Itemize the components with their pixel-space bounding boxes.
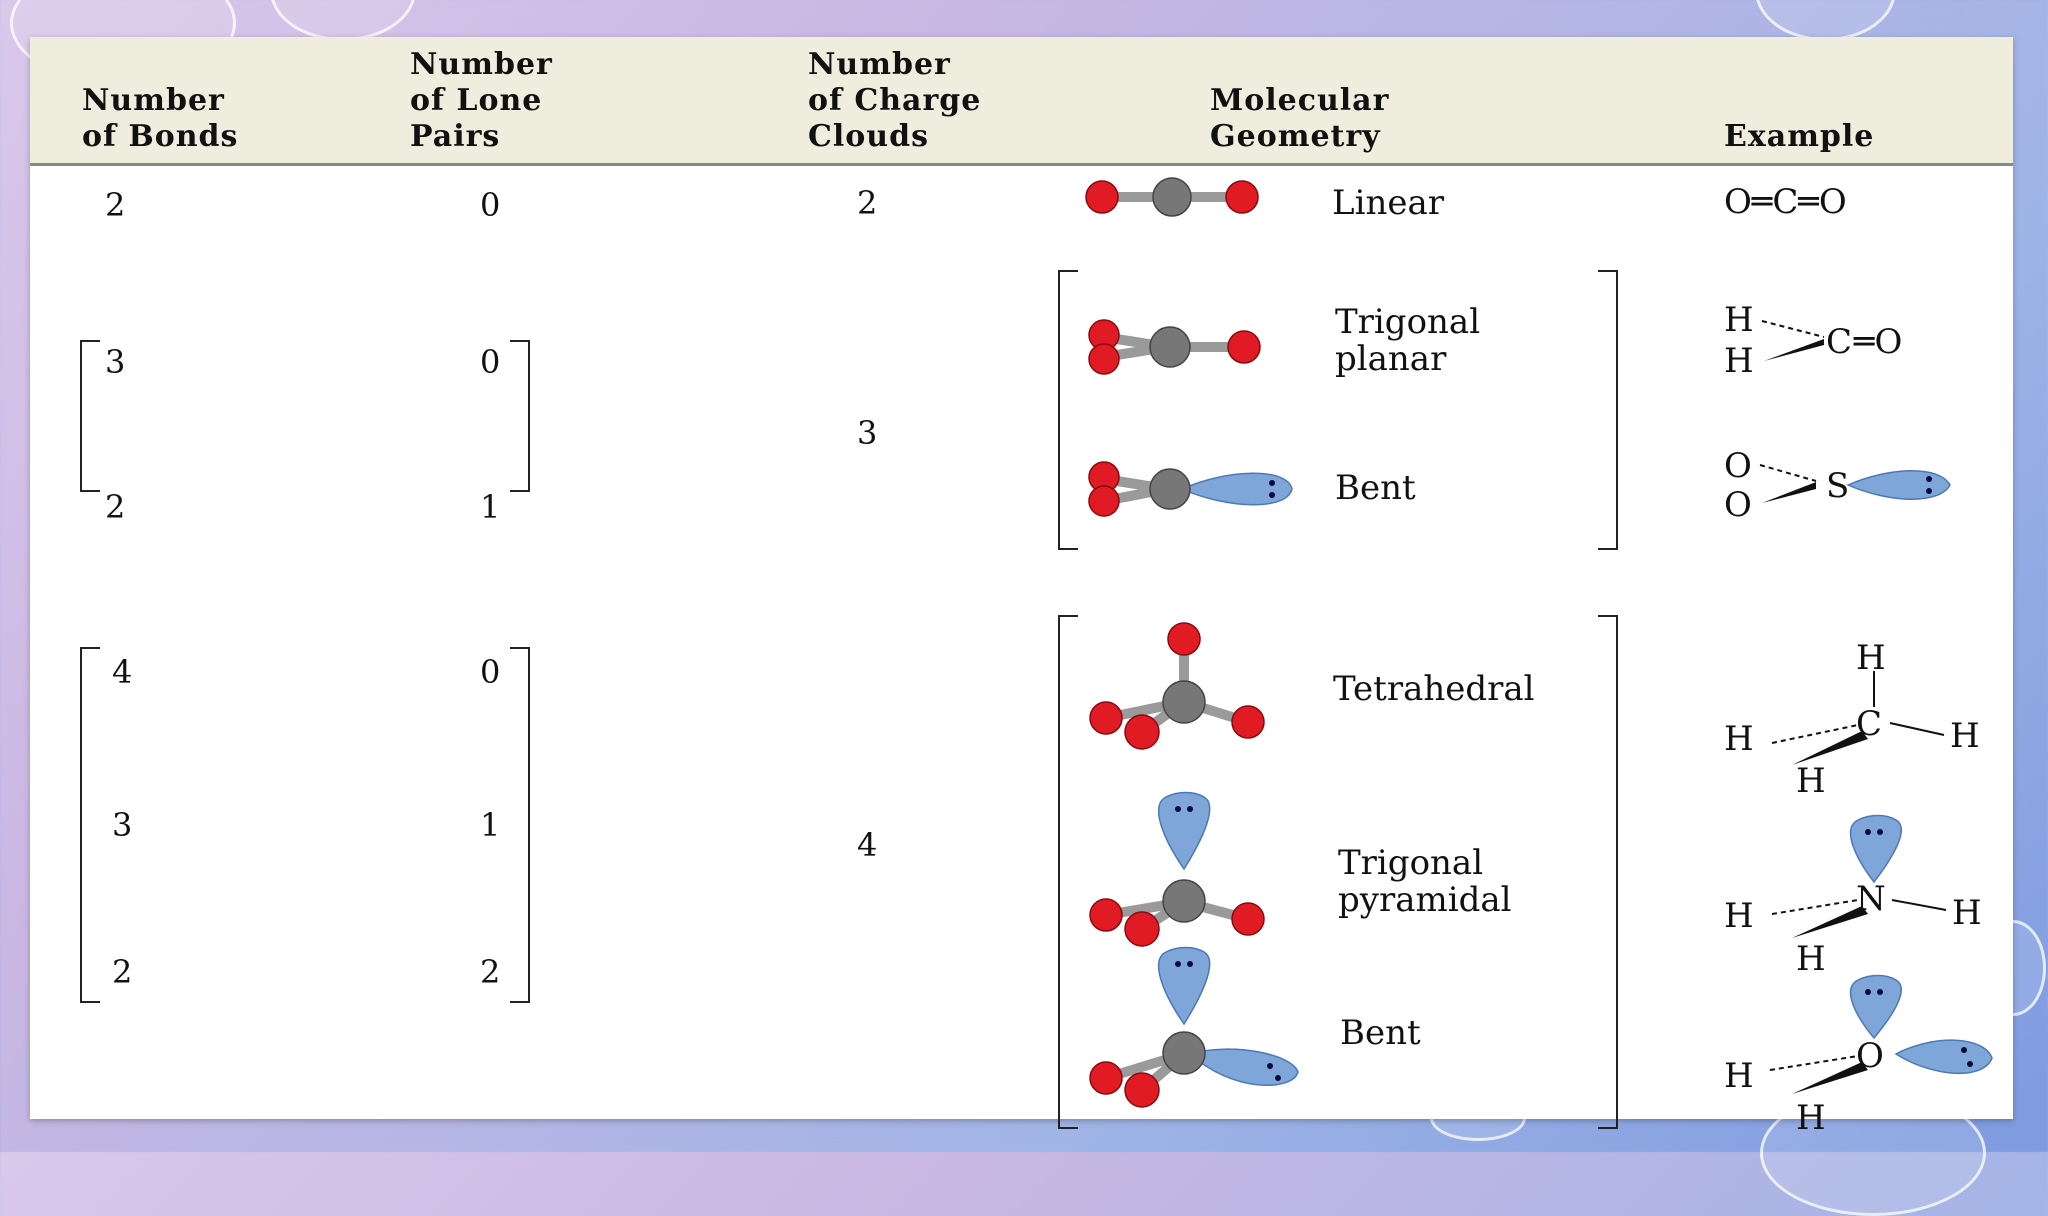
header-number-of-bonds: Number of Bonds [82, 83, 239, 154]
geometry-label-trigonal-planar: Trigonal planar [1335, 302, 1481, 379]
header-molecular-geometry: Molecular Geometry [1210, 83, 1390, 154]
example-ch4-h: H [1950, 716, 1980, 756]
bracket-right [510, 340, 530, 492]
example-nh3-bonds [1771, 814, 1947, 938]
geometry-label-linear: Linear [1332, 183, 1444, 223]
bonds-value: 3 [112, 806, 133, 844]
bonds-value: 4 [112, 653, 133, 691]
geometry-bracket-right [1598, 270, 1618, 550]
example-formaldehyde-bonds [1761, 320, 1825, 361]
charge-clouds-value: 3 [857, 414, 878, 452]
example-nh3-h: H [1952, 893, 1982, 933]
example-formaldehyde-h: H [1724, 341, 1754, 381]
charge-clouds-value: 4 [857, 826, 878, 864]
background-bubble [270, 0, 416, 41]
geometry-label-tetrahedral: Tetrahedral [1333, 669, 1535, 709]
lone-pairs-value: 0 [480, 186, 501, 224]
lone-pairs-value: 2 [480, 953, 501, 991]
example-formaldehyde-c: C [1826, 322, 1853, 362]
example-h2o-h: H [1796, 1098, 1826, 1138]
example-h2o-bonds [1769, 974, 1993, 1094]
example-formaldehyde-o: ═O [1854, 322, 1903, 362]
geometry-label-trigonal-pyramidal: Trigonal pyramidal [1338, 843, 1512, 920]
lone-pairs-value: 0 [480, 653, 501, 691]
example-ch4-h: H [1724, 719, 1754, 759]
example-ch4-h: H [1796, 761, 1826, 801]
bonds-value: 2 [105, 488, 126, 526]
bonds-value: 3 [105, 343, 126, 381]
bonds-value: 2 [112, 953, 133, 991]
example-ch4-c: C [1856, 704, 1883, 744]
lone-pairs-value: 0 [480, 343, 501, 381]
geometry-label-bent-tetrahedral: Bent [1340, 1013, 1421, 1053]
bracket-left [80, 647, 100, 1003]
example-co2: O═C═O [1724, 182, 1847, 222]
bonds-value: 2 [105, 186, 126, 224]
example-ch4-bonds [1771, 671, 1945, 765]
header-number-of-charge-clouds: Number of Charge Clouds [808, 47, 982, 154]
example-so2-s: S [1826, 466, 1850, 506]
bracket-left [80, 340, 100, 492]
example-so2-o: O [1724, 485, 1752, 525]
geometry-label-bent: Bent [1335, 468, 1416, 508]
example-nh3-h: H [1724, 896, 1754, 936]
bent-molecule-model [1088, 461, 1293, 517]
example-ch4-h: H [1856, 638, 1886, 678]
header-example: Example [1724, 119, 1875, 154]
header-number-of-lone-pairs: Number of Lone Pairs [410, 47, 553, 154]
background-bubble [1755, 0, 1896, 41]
example-h2o-h: H [1724, 1056, 1754, 1096]
charge-clouds-value: 2 [857, 184, 878, 222]
bent-tetrahedral-molecule-model [1089, 946, 1299, 1108]
trigonal-pyramidal-molecule-model [1089, 791, 1265, 947]
geometry-bracket-right [1598, 615, 1618, 1129]
trigonal-planar-molecule-model [1088, 319, 1261, 375]
lone-pairs-value: 1 [480, 806, 501, 844]
example-nh3-n: N [1856, 879, 1886, 919]
example-nh3-h: H [1796, 939, 1826, 979]
example-formaldehyde-h: H [1724, 300, 1754, 340]
bracket-right [510, 647, 530, 1003]
example-so2-o: O [1724, 446, 1752, 486]
table-header: Number of Bonds Number of Lone Pairs Num… [30, 37, 2013, 166]
geometry-bracket-left [1058, 615, 1078, 1129]
linear-molecule-model [1085, 177, 1259, 217]
example-so2-bonds [1759, 464, 1951, 503]
geometry-bracket-left [1058, 270, 1078, 550]
vsepr-table: Number of Bonds Number of Lone Pairs Num… [30, 37, 2013, 1137]
example-h2o-o: O [1856, 1036, 1884, 1076]
lone-pairs-value: 1 [480, 488, 501, 526]
tetrahedral-molecule-model [1089, 622, 1265, 750]
